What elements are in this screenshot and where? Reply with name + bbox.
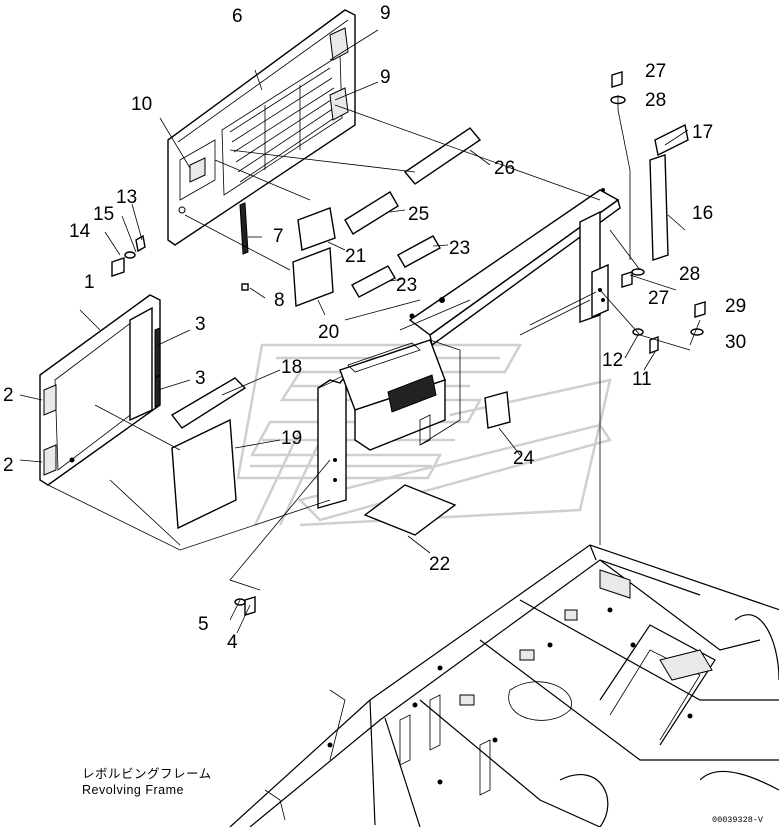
callout-18: 18	[281, 357, 302, 378]
callout-4: 4	[227, 632, 238, 653]
callout-20: 20	[318, 322, 339, 343]
callout-21: 21	[345, 246, 366, 267]
callout-13: 13	[116, 187, 137, 208]
callout-2: 2	[3, 385, 14, 406]
callout-10: 10	[131, 94, 152, 115]
insulation-pads	[154, 123, 689, 536]
callout-26: 26	[494, 158, 515, 179]
callout-3: 3	[195, 368, 206, 389]
callout-3: 3	[195, 314, 206, 335]
callout-19: 19	[281, 428, 302, 449]
callout-14: 14	[69, 221, 91, 242]
lower-cover-door	[39, 294, 161, 486]
caption-english: Revolving Frame	[82, 783, 184, 797]
callout-16: 16	[692, 203, 713, 224]
callout-29: 29	[725, 296, 746, 317]
callout-24: 24	[513, 448, 535, 469]
support-frame	[317, 188, 621, 509]
callout-6: 6	[232, 6, 243, 27]
callout-7: 7	[273, 226, 284, 247]
callout-28: 28	[645, 90, 666, 111]
leader-lines	[19, 29, 701, 634]
caption-japanese: レボルビングフレーム	[82, 767, 212, 781]
callout-30: 30	[725, 332, 746, 353]
callout-8: 8	[274, 290, 285, 311]
callout-5: 5	[198, 614, 209, 635]
revolving-frame	[229, 544, 779, 827]
callout-25: 25	[408, 204, 429, 225]
callout-23: 23	[449, 238, 470, 259]
callout-12: 12	[602, 350, 623, 371]
callout-23: 23	[396, 275, 417, 296]
drawing-code: 00039328-V	[712, 815, 764, 825]
callout-17: 17	[692, 122, 713, 143]
callout-28: 28	[679, 264, 700, 285]
callout-22: 22	[429, 554, 450, 575]
callout-9: 9	[380, 3, 391, 24]
callout-11: 11	[632, 369, 652, 390]
callout-15: 15	[93, 204, 114, 225]
hardware	[111, 71, 706, 616]
callout-1: 1	[84, 272, 95, 293]
callout-27: 27	[648, 288, 669, 309]
callout-2: 2	[3, 455, 14, 476]
callout-labels: 1 2 2 3 3 4 5 6 7 8 9 9 10 11 12 13 14 1…	[3, 3, 746, 653]
callout-9: 9	[380, 67, 391, 88]
callout-27: 27	[645, 61, 666, 82]
